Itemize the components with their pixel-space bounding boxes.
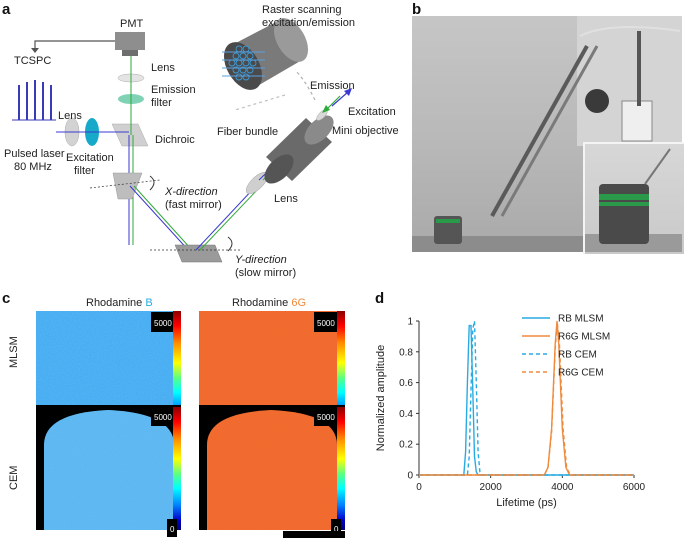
x-tick-label: 4000 [551, 482, 574, 493]
y-tick-label: 0.8 [399, 347, 413, 358]
optical-setup-diagram [12, 18, 352, 263]
legend-label-r6g-cem: R6G CEM [558, 368, 604, 379]
mlsm-rb-max-value: 5000 [154, 319, 172, 328]
cem-r6g-max-value: 5000 [317, 413, 335, 422]
fiber-bundle-zoom [222, 18, 309, 90]
excitation-filter-label-1: Excitation [66, 152, 114, 164]
cem-rb-min-tag: 0 [167, 519, 178, 537]
row-label-cem: CEM [8, 465, 20, 490]
cem-rb-max-value: 5000 [154, 413, 172, 422]
x-tick-label: 0 [416, 482, 422, 493]
scale-bar [283, 531, 345, 538]
cem-rb-max-tag: 5000 [151, 406, 175, 426]
panel-label-a: a [2, 1, 11, 18]
y-tick-label: 0.2 [399, 440, 413, 451]
mlsm-r6g-max-tag: 5000 [314, 312, 338, 332]
objective-inset-photo [583, 142, 684, 254]
column-header-rhodamine-b-suffix: B [145, 297, 153, 309]
colorbar-mlsm-r6g [337, 311, 345, 434]
y-tick-label: 0.6 [399, 378, 413, 389]
colorbar-cem-r6g [337, 407, 345, 530]
cem-r6g-min-tag: 0 [331, 519, 342, 537]
legend-label-rb-mlsm: RB MLSM [558, 314, 604, 325]
cem-r6g-max-tag: 5000 [314, 406, 338, 426]
x-galvo-mirror [112, 172, 143, 200]
x-direction-label-1: X-direction [165, 186, 218, 198]
excitation-filter-label-2: filter [74, 165, 95, 177]
laser-pulses [18, 80, 52, 120]
cem-rb-min-value: 0 [170, 525, 175, 534]
x-tick-label: 6000 [623, 482, 646, 493]
x-tick-label: 2000 [480, 482, 503, 493]
row-label-mlsm: MLSM [8, 336, 20, 368]
pmt-detector [115, 32, 145, 50]
y-tick-label: 0 [407, 471, 413, 482]
colorbar-cem-rb [173, 407, 181, 530]
y-tick-label: 1 [407, 317, 413, 328]
emission-label: Emission [310, 80, 355, 92]
series-line-rb-cem [419, 320, 634, 476]
column-header-rhodamine-6g-prefix: Rhodamine [232, 297, 292, 309]
dichroic-label: Dichroic [155, 134, 195, 146]
lens-left-label: Lens [58, 110, 82, 122]
raster-label-1: Raster scanning [262, 4, 342, 16]
pmt-detector-base [122, 50, 138, 56]
mlsm-r6g-max-value: 5000 [317, 319, 335, 328]
signal-arrow [31, 48, 39, 53]
x-direction-label-2: (fast mirror) [165, 199, 222, 211]
fiber-bundle-label: Fiber bundle [217, 126, 279, 138]
tcspc-label: TCSPC [14, 55, 52, 67]
pmt-label: PMT [120, 18, 144, 30]
column-header-rhodamine-6g-suffix: 6G [291, 297, 307, 309]
y-tick-label: 0.4 [399, 409, 413, 420]
fiber-bundle [264, 115, 334, 184]
panel-label-b: b [412, 1, 422, 18]
series-line-r6g-mlsm [419, 320, 634, 476]
y-galvo-mirror [174, 244, 223, 263]
column-header-rhodamine-b: Rhodamine B [86, 297, 153, 309]
y-axis-title: Normalized amplitude [375, 345, 387, 451]
panel-label-c: c [2, 290, 11, 307]
mini-objective-label: Mini objective [332, 125, 399, 137]
lens-top-label: Lens [151, 62, 175, 74]
colorbar-mlsm-rb [173, 311, 181, 434]
column-header-rhodamine-b-prefix: Rhodamine [86, 297, 146, 309]
y-direction-label-1: Y-direction [235, 254, 287, 266]
raster-label-2: excitation/emission [262, 17, 355, 29]
dichroic-mirror [111, 123, 149, 147]
emission-filter-label-1: Emission [151, 84, 196, 96]
x-axis-title: Lifetime (ps) [496, 497, 557, 509]
emission-filter-label-2: filter [151, 97, 172, 109]
excitation-label: Excitation [348, 106, 396, 118]
panel-label-d: d [375, 290, 385, 307]
signal-cable [34, 40, 115, 50]
cem-r6g-min-value: 0 [334, 525, 339, 534]
mlsm-rb-max-tag: 5000 [151, 312, 175, 332]
legend-label-r6g-mlsm: R6G MLSM [558, 332, 610, 343]
pulsed-laser-label-2: 80 MHz [14, 161, 52, 173]
legend-label-rb-cem: RB CEM [558, 350, 597, 361]
series-line-r6g-cem [419, 322, 634, 476]
y-direction-label-2: (slow mirror) [235, 267, 297, 279]
series-line-rb-mlsm [419, 324, 634, 476]
column-header-rhodamine-6g: Rhodamine 6G [232, 297, 306, 309]
image-cem-r6g [199, 405, 345, 530]
lens-right-label: Lens [274, 193, 298, 205]
image-cem-rb [36, 405, 181, 530]
pulsed-laser-label-1: Pulsed laser [4, 148, 65, 160]
